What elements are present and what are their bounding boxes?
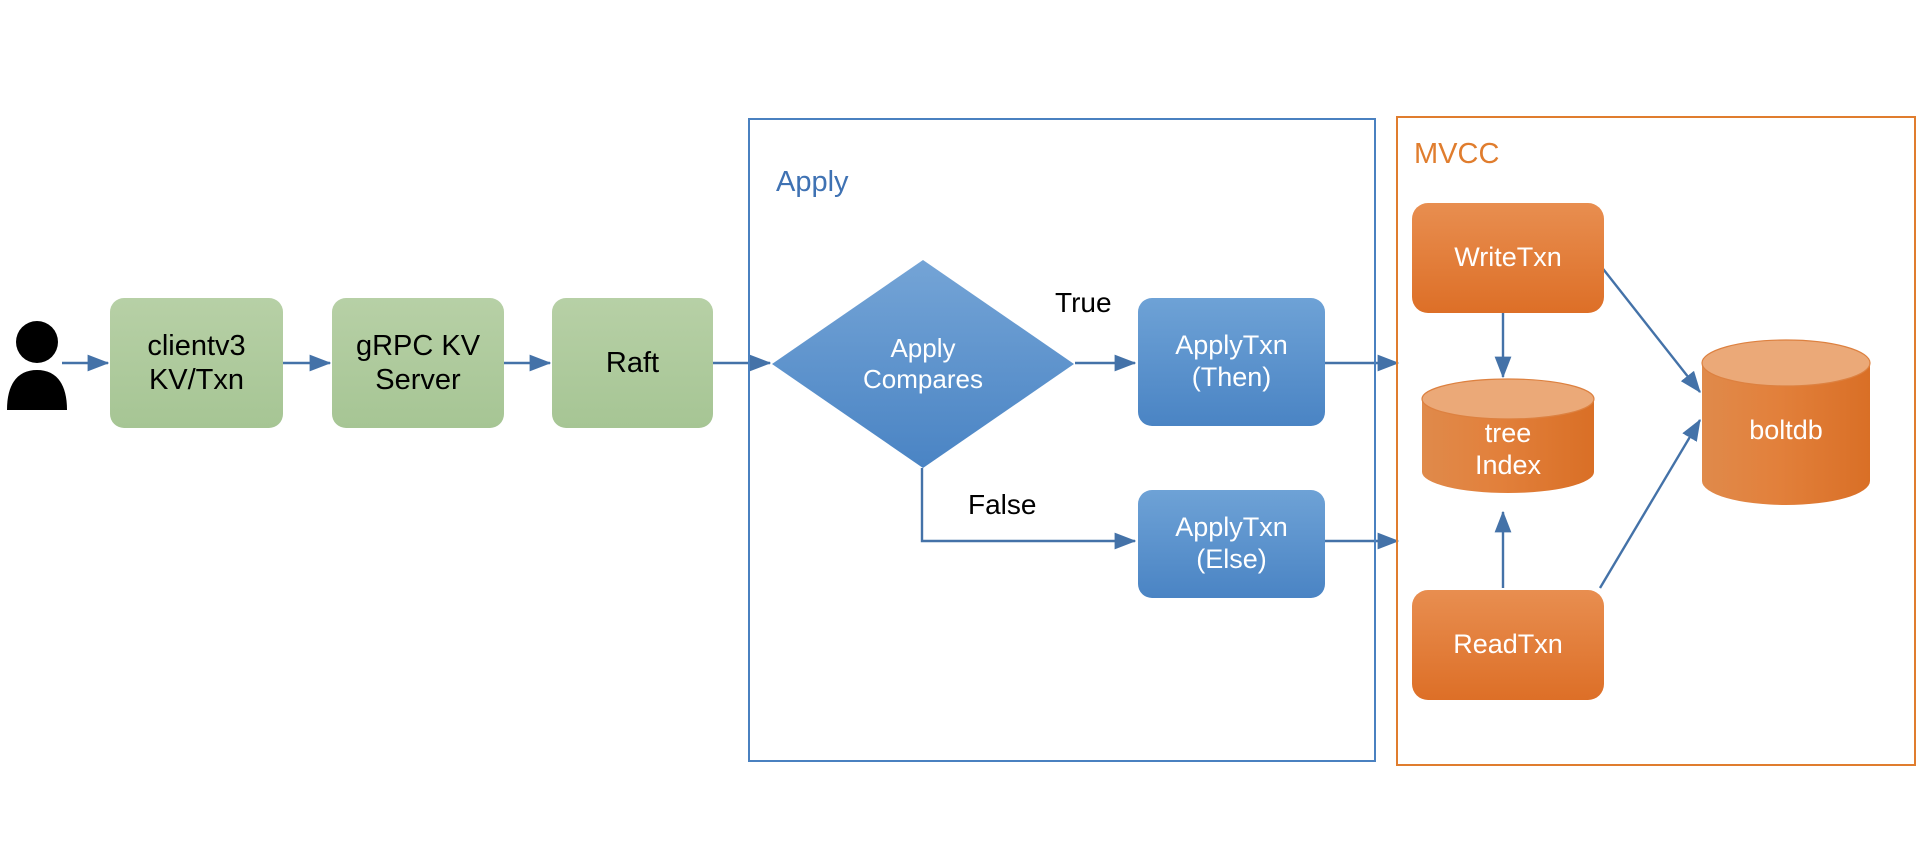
node-applytxn-else-label: ApplyTxn (Else) (1175, 512, 1288, 574)
node-applytxn-then[interactable]: ApplyTxn (Then) (1138, 298, 1325, 426)
node-grpc-kv-server-label: gRPC KV Server (355, 329, 481, 396)
node-tree-index[interactable]: tree Index (1420, 378, 1596, 493)
group-apply (748, 118, 1376, 762)
edge-label-false: False (968, 489, 1037, 520)
node-write-txn[interactable]: WriteTxn (1412, 203, 1604, 313)
node-read-txn-label: ReadTxn (1453, 629, 1563, 660)
node-clientv3-label: clientv3 KV/Txn (147, 329, 246, 396)
node-grpc-kv-server[interactable]: gRPC KV Server (332, 298, 504, 428)
node-clientv3[interactable]: clientv3 KV/Txn (110, 298, 283, 428)
node-raft[interactable]: Raft (552, 298, 713, 428)
group-apply-title: Apply (776, 166, 849, 198)
group-mvcc-title: MVCC (1414, 138, 1500, 170)
group-mvcc (1396, 116, 1916, 766)
node-raft-label: Raft (605, 346, 660, 379)
node-boltdb[interactable]: boltdb (1700, 338, 1872, 506)
node-applytxn-then-label: ApplyTxn (Then) (1175, 330, 1288, 392)
node-apply-compares[interactable]: Apply Compares (770, 258, 1076, 470)
node-read-txn[interactable]: ReadTxn (1412, 590, 1604, 700)
person-icon (6, 318, 68, 410)
node-write-txn-label: WriteTxn (1454, 242, 1562, 273)
node-applytxn-else[interactable]: ApplyTxn (Else) (1138, 490, 1325, 598)
edge-label-true: True (1055, 287, 1112, 318)
